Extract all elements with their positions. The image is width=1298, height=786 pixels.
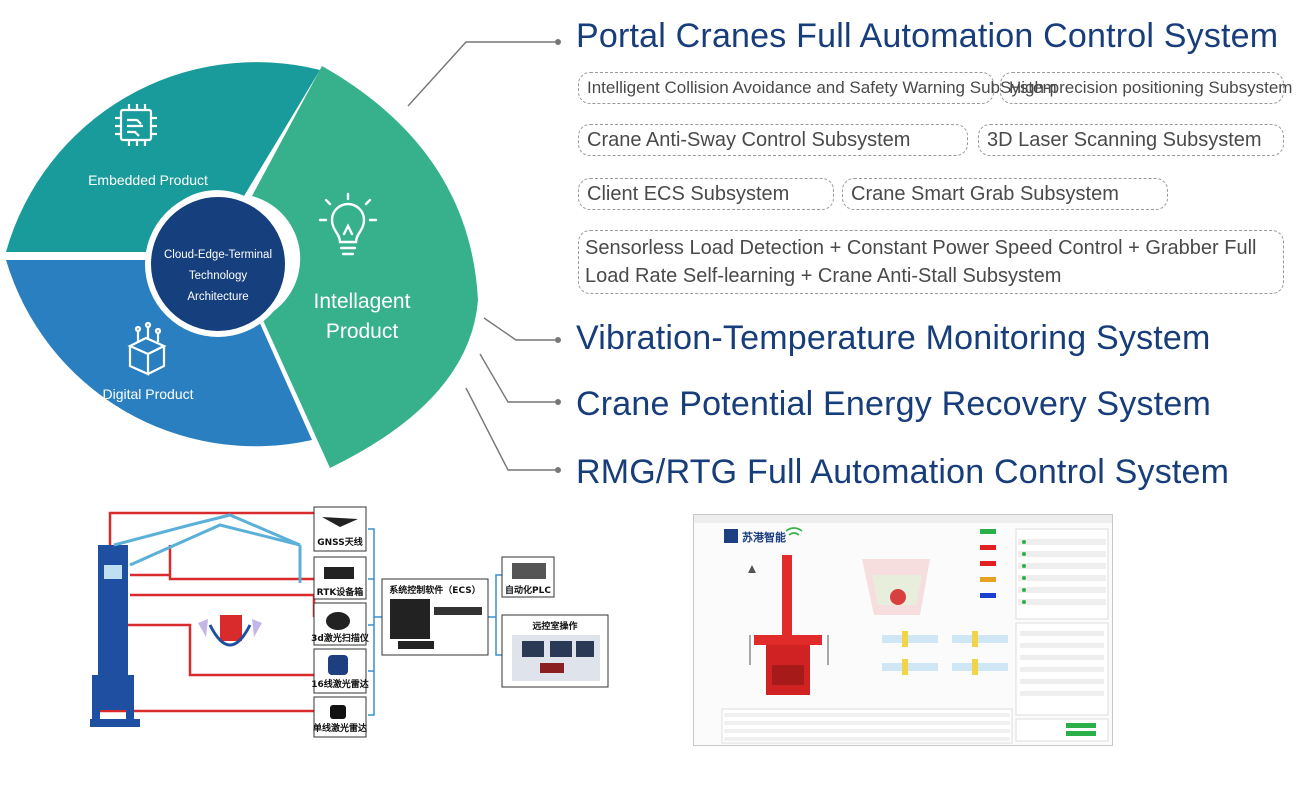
box-icon <box>127 321 167 376</box>
vibration-heading: Vibration-Temperature Monitoring System <box>576 319 1211 357</box>
center-circle <box>145 191 291 337</box>
gnss-label: GNSS天线 <box>317 536 362 548</box>
brand-logo-icon <box>724 529 738 543</box>
ecs-label: 系统控制软件（ECS） <box>389 584 480 596</box>
subsystem-smart-grab: Crane Smart Grab Subsystem <box>842 178 1168 210</box>
plc-label: 自动化PLC <box>505 584 551 596</box>
monitoring-screen: 苏港智能 <box>693 514 1113 746</box>
subsystem-anti-sway: Crane Anti-Sway Control Subsystem <box>578 124 968 156</box>
rmg-rtg-heading: RMG/RTG Full Automation Control System <box>576 453 1230 491</box>
lidar16-label: 16线激光雷达 <box>311 678 369 690</box>
subsystem-positioning: High-precision positioning Subsystem <box>1000 72 1292 104</box>
remote-label: 远控室操作 <box>532 620 577 632</box>
laser3d-label: 3d激光扫描仪 <box>311 632 370 644</box>
lidar-single-label: 单线激光雷达 <box>313 722 367 734</box>
portal-cranes-heading: Portal Cranes Full Automation Control Sy… <box>576 17 1279 55</box>
chip-icon <box>115 104 157 146</box>
center-label-line2: Technology <box>189 270 247 282</box>
product-wheel: Embedded Product Digital Product Intella… <box>6 62 478 468</box>
intelligent-segment <box>252 66 478 468</box>
energy-recovery-heading: Crane Potential Energy Recovery System <box>576 385 1211 423</box>
digital-segment <box>6 260 312 447</box>
intelligent-label-line2: Product <box>326 320 399 343</box>
digital-label: Digital Product <box>102 386 193 402</box>
crane-system-diagram: GNSS天线 RTK设备箱 3d激光扫描仪 16线激光雷达 单线激光雷达 系统控… <box>90 506 609 738</box>
wifi-icon <box>785 527 803 536</box>
subsystem-load-detection: Sensorless Load Detection + Constant Pow… <box>578 230 1284 294</box>
rtk-label: RTK设备箱 <box>317 586 364 598</box>
center-label-line1: Cloud-Edge-Terminal <box>164 249 272 261</box>
lightbulb-icon <box>318 192 378 256</box>
embedded-label: Embedded Product <box>88 172 208 188</box>
subsystem-client-ecs: Client ECS Subsystem <box>578 178 834 210</box>
subsystem-collision-avoidance: Intelligent Collision Avoidance and Safe… <box>578 72 1057 104</box>
subsystem-laser-scanning: 3D Laser Scanning Subsystem <box>978 124 1284 156</box>
embedded-segment <box>6 62 320 252</box>
brand-label: 苏港智能 <box>742 530 786 544</box>
center-label-line3: Architecture <box>187 291 248 303</box>
intelligent-label-line1: Intellagent <box>314 290 411 313</box>
